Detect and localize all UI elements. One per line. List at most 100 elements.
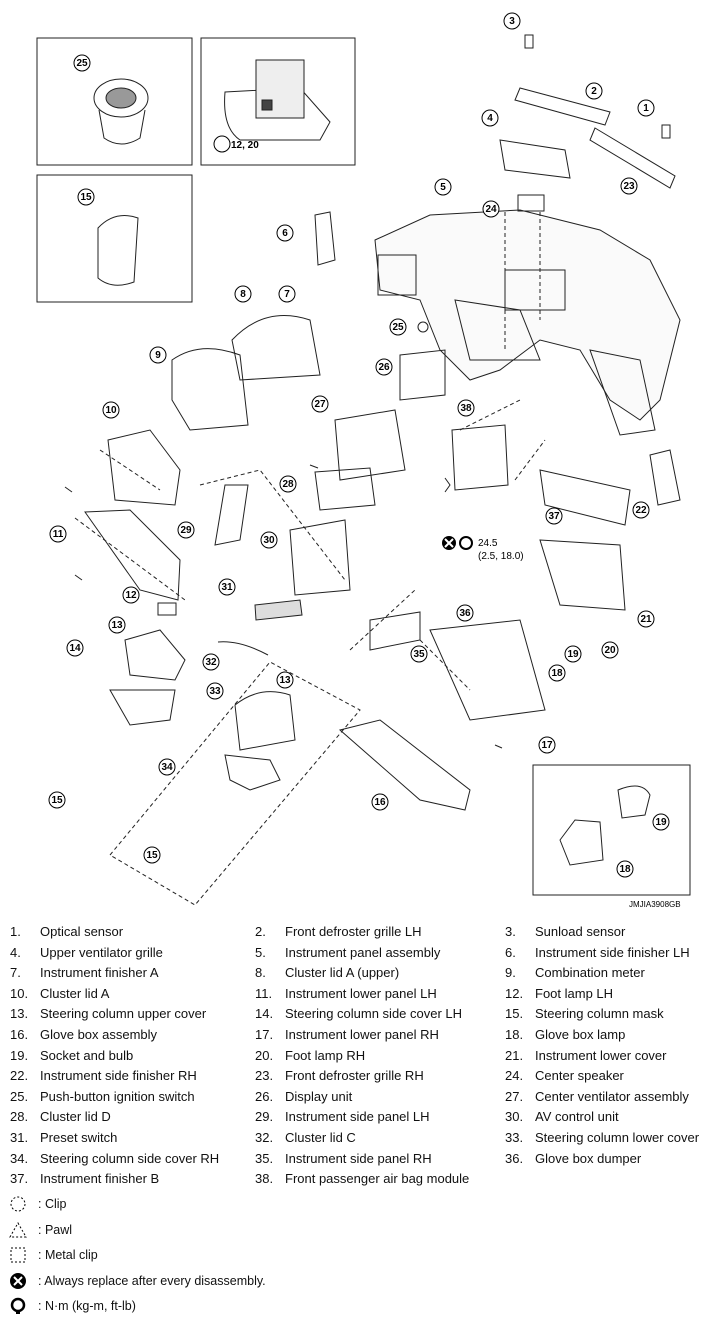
part-name: Instrument panel assembly: [285, 944, 441, 960]
part-number: 28.: [10, 1109, 29, 1125]
part-number: 6.: [505, 944, 516, 960]
part-name: Instrument lower panel RH: [285, 1027, 439, 1042]
callout-30: 30: [260, 531, 278, 549]
callout-18b: 18: [616, 860, 634, 878]
part-number: 21.: [505, 1047, 524, 1063]
part-number: 33.: [505, 1130, 524, 1145]
callout-34: 34: [158, 758, 176, 776]
part-number: 5.: [255, 944, 266, 960]
part-name: Glove box lamp: [535, 1027, 626, 1042]
part-name: Sunload sensor: [535, 924, 626, 939]
part-number: 2.: [255, 924, 266, 939]
part-name: Cluster lid A: [40, 985, 110, 1001]
callout-24: 24: [482, 200, 500, 218]
callout-7: 7: [278, 285, 296, 303]
part-name: Instrument side panel LH: [285, 1109, 430, 1125]
part-number: 1.: [10, 924, 21, 939]
callout-2: 2: [585, 82, 603, 100]
part-number: 36.: [505, 1150, 524, 1166]
callout-9: 9: [149, 346, 167, 364]
svg-text:26: 26: [378, 362, 390, 373]
part-name: Front defroster grille LH: [285, 924, 422, 939]
callout-13: 13: [108, 616, 126, 634]
part-name: Combination meter: [535, 965, 645, 981]
svg-text:25: 25: [76, 58, 88, 69]
part-number: 8.: [255, 965, 266, 981]
part-number: 38.: [255, 1171, 274, 1187]
part-name: Front passenger air bag module: [285, 1171, 470, 1187]
part-number: 10.: [10, 985, 29, 1001]
svg-text:16: 16: [374, 797, 386, 808]
callout-18: 18: [548, 664, 566, 682]
part-name: Steering column upper cover: [40, 1006, 207, 1022]
part-number: 14.: [255, 1006, 274, 1022]
svg-text:33: 33: [209, 686, 221, 697]
legend-label: : N·m (kg-m, ft-lb): [38, 1299, 136, 1313]
svg-text:28: 28: [282, 479, 294, 490]
legend-label: : Metal clip: [38, 1248, 98, 1262]
callout-36: 36: [456, 604, 474, 622]
callout-10: 10: [102, 401, 120, 419]
part-name: Instrument side panel RH: [285, 1150, 432, 1166]
callout-14: 14: [66, 639, 84, 657]
defroster-grille-lh: [514, 87, 611, 126]
inset-box-ignition: [36, 37, 193, 166]
callout-5: 5: [434, 178, 452, 196]
part-number: 37.: [10, 1171, 29, 1187]
part-name: Cluster lid C: [285, 1130, 356, 1145]
part-name: AV control unit: [535, 1109, 619, 1125]
callout-25: 25: [73, 54, 91, 72]
part-number: 9.: [505, 965, 516, 981]
part-name: Center speaker: [535, 1068, 624, 1084]
part-name: Foot lamp RH: [285, 1047, 366, 1063]
instrument-panel-outline: [374, 209, 681, 421]
part-number: 20.: [255, 1047, 274, 1063]
svg-text:19: 19: [567, 649, 579, 660]
torque-icon: [459, 536, 473, 550]
part-number: 15.: [505, 1006, 524, 1022]
svg-text:13: 13: [279, 675, 291, 686]
part-number: 3.: [505, 924, 516, 939]
svg-text:5: 5: [440, 182, 446, 193]
glove-box: [338, 719, 471, 811]
svg-text:31: 31: [221, 582, 233, 593]
callout-19b: 19: [652, 813, 670, 831]
svg-text:1: 1: [643, 103, 649, 114]
part-name: Display unit: [285, 1088, 353, 1104]
svg-text:30: 30: [263, 535, 275, 546]
svg-text:18: 18: [619, 864, 631, 875]
part-number: 25.: [10, 1088, 29, 1104]
svg-text:13: 13: [111, 620, 123, 631]
part-name: Instrument finisher A: [40, 965, 159, 981]
part-name: Steering column side cover LH: [285, 1006, 463, 1022]
svg-text:23: 23: [623, 181, 635, 192]
part-name: Front defroster grille RH: [285, 1068, 424, 1084]
svg-text:8: 8: [240, 289, 246, 300]
svg-text:18: 18: [551, 668, 563, 679]
part-name: Glove box assembly: [40, 1027, 158, 1042]
part-number: 27.: [505, 1088, 524, 1104]
callout-15c: 15: [143, 846, 161, 864]
part-name: Cluster lid A (upper): [285, 965, 400, 981]
part-name: Optical sensor: [40, 924, 124, 939]
svg-text:24: 24: [485, 204, 497, 215]
torque-spec: 24.5 (2.5, 18.0): [442, 536, 524, 562]
callout-3: 3: [503, 12, 521, 30]
svg-text:17: 17: [541, 740, 553, 751]
callout-11: 11: [49, 525, 67, 543]
svg-text:3: 3: [509, 16, 515, 27]
svg-text:21: 21: [640, 614, 652, 625]
svg-text:25: 25: [392, 322, 404, 333]
svg-text:15: 15: [146, 850, 158, 861]
part-name: Center ventilator assembly: [535, 1088, 689, 1104]
svg-text:4: 4: [487, 113, 493, 124]
inset-box-glove-lamp: [532, 764, 691, 896]
callout-13b: 13: [276, 671, 294, 689]
part-number: 30.: [505, 1109, 524, 1125]
svg-text:10: 10: [105, 405, 117, 416]
svg-text:19: 19: [655, 817, 667, 828]
callout-33: 33: [206, 682, 224, 700]
part-name: Instrument side finisher LH: [535, 944, 690, 960]
callout-26: 26: [375, 358, 393, 376]
svg-text:34: 34: [161, 762, 173, 773]
